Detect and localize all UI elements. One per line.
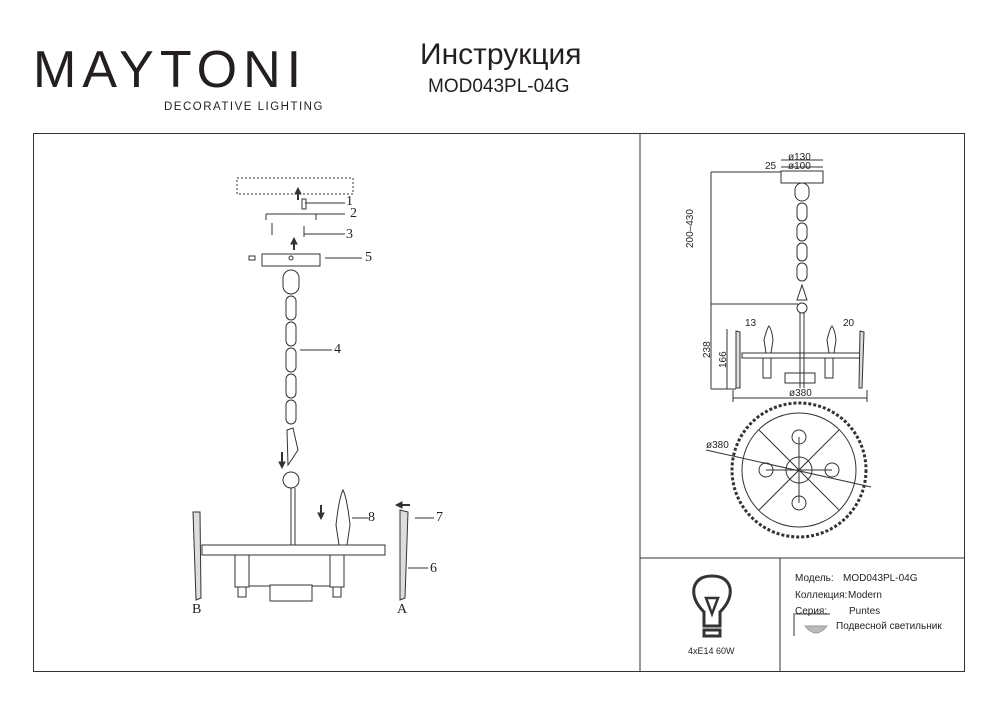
dimension-drawing <box>705 159 872 539</box>
dim-canopy-inner: ø100 <box>788 161 811 172</box>
brand-logo: MAYTONI <box>33 41 308 99</box>
callout-6: 6 <box>430 561 437 576</box>
model-label: Модель: <box>795 573 834 584</box>
dim-chain-length: 200–430 <box>685 209 696 248</box>
dim-canopy-outer: ø130 <box>788 152 811 163</box>
series-label: Серия: <box>795 606 828 617</box>
brand-tagline: DECORATIVE LIGHTING <box>164 101 324 113</box>
drawing-frame <box>33 133 965 672</box>
bulb-icon <box>692 574 732 638</box>
callout-5: 5 <box>365 250 372 265</box>
model-number: MOD043PL-04G <box>428 76 570 97</box>
dim-canopy-height: 25 <box>765 161 777 172</box>
callout-7: 7 <box>436 510 443 525</box>
dim-total-body: 238 <box>702 341 713 358</box>
dim-width: ø380 <box>789 388 812 399</box>
series-value: Puntes <box>849 606 881 617</box>
side-b-label: B <box>192 602 202 617</box>
callout-8: 8 <box>368 510 375 525</box>
dim-body-height: 166 <box>718 351 729 368</box>
callout-1: 1 <box>346 194 353 209</box>
bulb-spec: 4xE14 60W <box>688 646 735 656</box>
page-title: Инструкция <box>420 38 582 71</box>
dim-top-diameter: ø380 <box>706 440 729 451</box>
callout-4: 4 <box>334 342 341 357</box>
dim-right-offset: 20 <box>843 318 855 329</box>
lamp-type: Подвесной светильник <box>836 621 942 632</box>
assembly-drawing <box>192 177 434 602</box>
collection-label: Коллекция: <box>795 590 848 601</box>
collection-value: Modern <box>848 590 882 601</box>
side-a-label: A <box>397 602 408 617</box>
pendant-lamp-icon <box>793 613 830 636</box>
callout-3: 3 <box>346 227 353 242</box>
model-value: MOD043PL-04G <box>843 573 918 584</box>
dim-left-offset: 13 <box>745 318 757 329</box>
callout-2: 2 <box>350 206 357 221</box>
